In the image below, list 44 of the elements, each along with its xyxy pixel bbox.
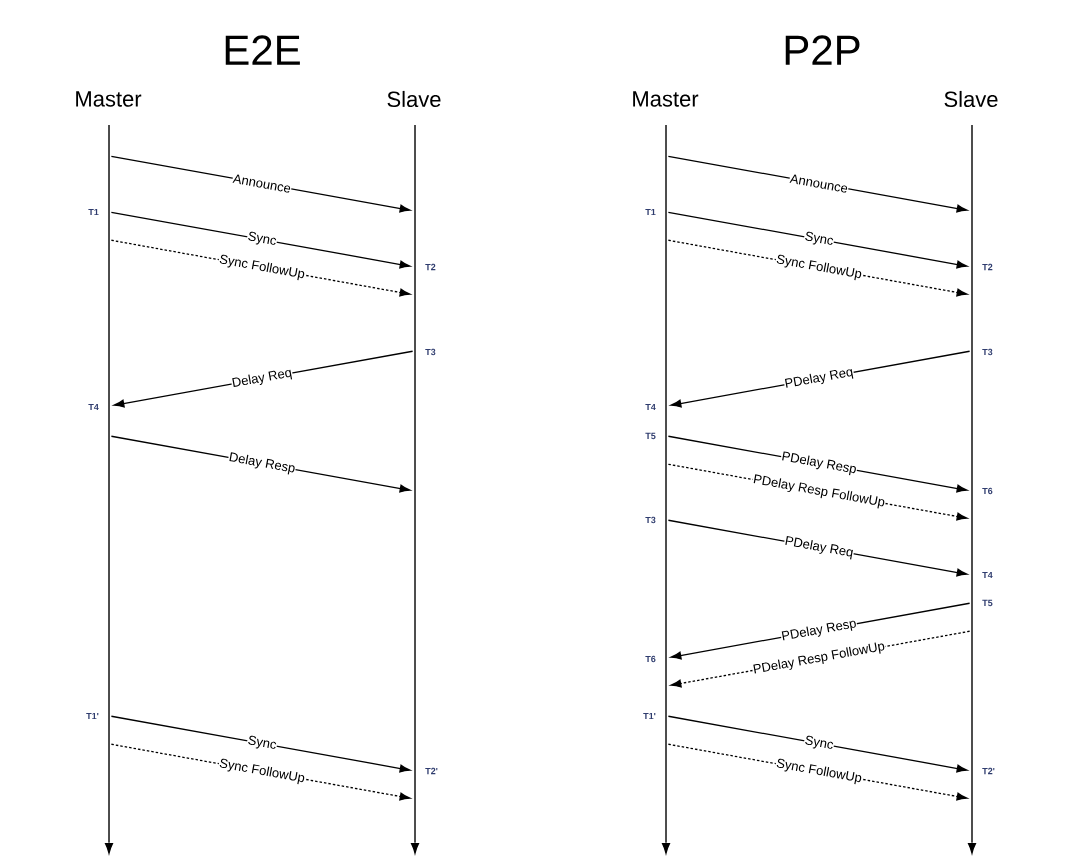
arrow	[667, 211, 968, 269]
timestamp-label: T2	[425, 263, 436, 271]
timestamp-label: T6	[982, 487, 993, 495]
edge-label: Delay Req	[230, 366, 294, 391]
edge-label: Delay Resp	[227, 451, 297, 476]
timestamp-label: T3	[645, 516, 656, 524]
arrow	[110, 715, 411, 773]
edge-label: Sync FollowUp	[217, 757, 307, 786]
timestamp-label: T2'	[425, 767, 438, 775]
edge-label: Sync	[246, 734, 278, 753]
edge-label: Announce	[788, 173, 850, 194]
heading: P2P	[785, 35, 860, 65]
lifeline-label: Master	[633, 91, 699, 107]
timestamp-label: T1	[88, 208, 99, 216]
lifeline-label: Master	[76, 91, 142, 107]
timestamp-label: T4	[982, 571, 993, 579]
timestamp-label: T5	[982, 599, 993, 607]
edge-label: Sync FollowUp	[774, 253, 864, 282]
timestamp-label: T1'	[643, 712, 656, 720]
edge-label: Sync	[803, 734, 835, 753]
timestamp-label: T1'	[86, 712, 99, 720]
edge-label: PDelay Req	[783, 534, 855, 561]
edge-label: Sync FollowUp	[217, 253, 307, 282]
edge-label: Sync	[803, 230, 835, 249]
timestamp-label: T4	[88, 403, 99, 411]
edge-label: Sync	[246, 230, 278, 249]
arrow	[110, 211, 411, 269]
timestamp-label: T2	[982, 263, 993, 271]
timestamp-label: T1	[645, 208, 656, 216]
heading: E2E	[225, 35, 300, 65]
timestamp-label: T3	[425, 348, 436, 356]
arrow	[667, 715, 968, 773]
edge-label: PDelay Req	[783, 365, 855, 392]
edge-label: Sync FollowUp	[774, 757, 864, 786]
lifeline-label: Slave	[944, 90, 998, 108]
edge-label: Announce	[231, 173, 293, 194]
edge-label: PDelay Resp	[780, 450, 858, 477]
timestamp-label: T6	[645, 655, 656, 663]
timestamp-label: T5	[645, 432, 656, 440]
edge-label: PDelay Resp	[780, 617, 858, 644]
timestamp-label: T4	[645, 403, 656, 411]
timestamp-label: T3	[982, 348, 993, 356]
lifeline-label: Slave	[387, 90, 441, 108]
timestamp-label: T2'	[982, 767, 995, 775]
